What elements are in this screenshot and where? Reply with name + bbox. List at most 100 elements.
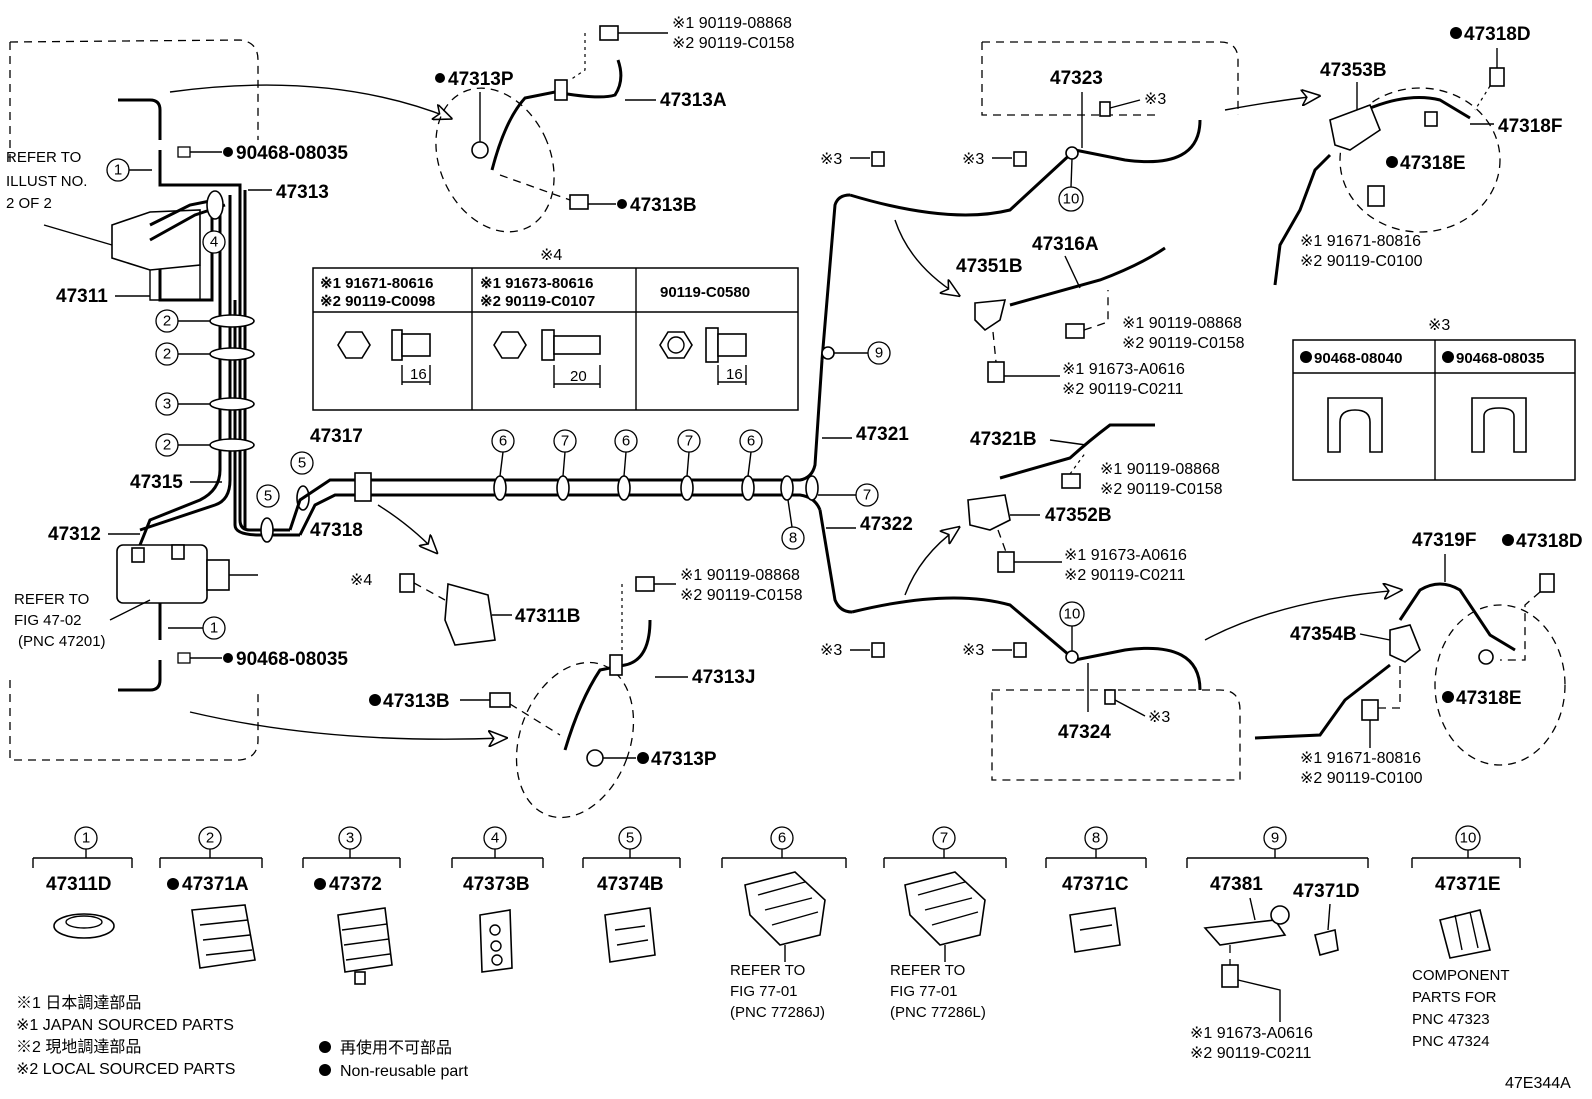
clamp-2-body	[209, 438, 255, 452]
table4-cell: 90119-C0580	[660, 284, 750, 301]
clamp-10-body	[1065, 650, 1079, 664]
svg-text:REFER TO: REFER TO	[730, 962, 805, 979]
bracket-47354B	[1389, 624, 1421, 663]
refer-note: REFER TO	[14, 591, 89, 608]
clip-icon	[1104, 689, 1116, 705]
tube-47322	[818, 509, 853, 614]
part-label: 47318D	[1516, 531, 1583, 552]
leader	[1064, 255, 1081, 289]
clamp-number: 2	[163, 313, 171, 330]
clip-icon	[1424, 111, 1438, 127]
part-label: 47311	[56, 286, 108, 307]
arrow-to-47354B	[1204, 590, 1400, 641]
leader	[509, 703, 561, 736]
svg-text:47372: 47372	[329, 874, 382, 895]
detail-box-top-left	[9, 39, 259, 162]
mark: ※3	[820, 642, 842, 659]
leader	[499, 451, 504, 477]
table3	[1292, 339, 1576, 481]
grommet-drawing-90468-08040	[1327, 397, 1383, 453]
leader	[1114, 699, 1146, 717]
part-label: 47318E	[1400, 153, 1466, 174]
mark: ※3	[1148, 709, 1170, 726]
bullet-icon	[1502, 534, 1514, 546]
legend-item-10: 10 47371E COMPONENT PARTS FOR PNC 47323 …	[1411, 825, 1521, 1050]
part-label: 90468-08035	[236, 143, 348, 164]
leader	[1109, 99, 1141, 109]
hose-47313A	[490, 59, 623, 171]
svg-text:COMPONENT: COMPONENT	[1412, 967, 1510, 984]
legend-item-3: 3 47372	[302, 826, 401, 985]
tube-47321	[820, 193, 851, 361]
refer-note: FIG 47-02	[14, 612, 82, 629]
part-label: 47312	[48, 524, 101, 545]
clamp-number: 7	[685, 433, 693, 450]
pipe-top-left-elbow	[118, 98, 162, 140]
bullet-icon	[435, 73, 445, 83]
svg-text:47371E: 47371E	[1435, 874, 1501, 895]
clamp-2-body	[209, 347, 255, 361]
note-line: ※2 LOCAL SOURCED PARTS	[16, 1061, 235, 1078]
grommet-90468-bottom	[177, 652, 191, 664]
legend-item-5: 5 47374B	[582, 826, 681, 963]
bolt-icon	[987, 361, 1005, 383]
bolt-icon	[569, 194, 589, 210]
clip-icon	[1013, 642, 1027, 658]
svg-text:FIG 77-01: FIG 77-01	[730, 983, 798, 1000]
mark: ※3	[820, 151, 842, 168]
actuator-bracket	[149, 265, 201, 301]
bracket-47353B	[1329, 103, 1381, 151]
bolt-callout: ※1 91673-A0616	[1062, 361, 1185, 378]
union-fitting	[354, 472, 372, 502]
tube-right-upper	[1273, 153, 1332, 286]
part-label: 47313A	[660, 90, 727, 111]
bolt-callout: ※1 90119-08868	[680, 567, 800, 584]
leader	[499, 174, 571, 201]
table4-cell: ※1 91671-80616	[320, 275, 434, 292]
mark: ※3	[1144, 91, 1166, 108]
table4	[312, 267, 799, 411]
clamp-callout-5	[290, 451, 314, 475]
bolt-icon	[1061, 473, 1081, 489]
leader	[569, 33, 586, 81]
clip-icon	[1013, 151, 1027, 167]
bolt-callout: ※2 90119-C0158	[672, 35, 795, 52]
bullet-icon	[1442, 691, 1454, 703]
clamp-callout-4	[202, 230, 226, 254]
refer-note: REFER TO	[6, 149, 81, 166]
mc-port	[171, 544, 185, 560]
diagram-id: 47E344A	[1505, 1075, 1571, 1092]
master-cylinder	[116, 544, 208, 604]
detail-circle-47353B	[1339, 87, 1501, 233]
detail-circle-47313J	[515, 661, 635, 819]
svg-text:4: 4	[491, 830, 499, 847]
tube-main-upper	[371, 359, 824, 482]
bolt-callout: ※2 90119-C0158	[680, 587, 803, 604]
leader	[1083, 290, 1109, 331]
hose-bracket	[609, 654, 623, 676]
bullet-icon	[223, 147, 233, 157]
part-label: 47321B	[970, 429, 1037, 450]
note-line: ※2 現地調達部品	[16, 1038, 141, 1056]
table3-cell: 90468-08035	[1456, 350, 1544, 367]
part-label: 47354B	[1290, 624, 1357, 645]
clamp-number: 4	[210, 234, 218, 251]
bolt-icon	[489, 692, 511, 708]
svg-text:PNC 47323: PNC 47323	[1412, 1011, 1490, 1028]
mark: ※4	[350, 572, 372, 589]
svg-text:47371D: 47371D	[1293, 881, 1360, 902]
refer-note: ILLUST NO.	[6, 173, 87, 190]
detail-circle-47313A	[435, 87, 555, 233]
arrow-to-47353B	[1224, 96, 1318, 111]
svg-text:47371A: 47371A	[182, 874, 249, 895]
part-label: 47316A	[1032, 234, 1099, 255]
clamp-number: 1	[114, 162, 122, 179]
part-label: 47322	[860, 514, 913, 535]
refer-note: 2 OF 2	[6, 195, 52, 212]
bolt-icon	[1539, 573, 1555, 593]
clamp-number: 9	[875, 345, 883, 362]
leader	[1069, 451, 1087, 475]
leader	[1474, 85, 1491, 111]
bolt-icon	[1367, 185, 1385, 207]
